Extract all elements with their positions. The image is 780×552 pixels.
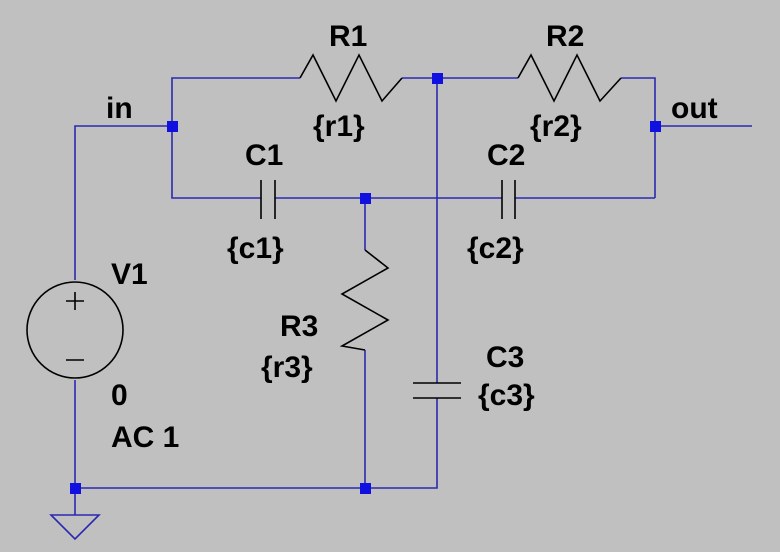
capacitor-c1[interactable] <box>260 180 276 219</box>
voltage-source-icon <box>26 281 124 379</box>
r1-name: R1 <box>329 20 367 53</box>
ground-icon <box>49 514 101 541</box>
junction-dot-icon <box>360 483 371 494</box>
resistor-r3[interactable] <box>339 249 390 351</box>
capacitor-c3[interactable] <box>413 382 461 399</box>
voltage-source-v1[interactable] <box>26 281 124 379</box>
junction-dot-icon <box>167 121 178 132</box>
resistor-r2[interactable] <box>517 53 622 103</box>
junction-dot-icon <box>360 193 371 204</box>
wire-in-to-c1 <box>171 126 261 199</box>
ground-symbol[interactable] <box>49 514 101 541</box>
r2-name: R2 <box>546 20 584 53</box>
junctions <box>70 73 661 494</box>
c3-value: {c3} <box>478 379 535 412</box>
resistor-icon <box>299 53 403 103</box>
labels: in out R1 {r1} R2 {r2} C1 {c1} C2 {c2} R… <box>106 20 718 454</box>
c1-name: C1 <box>245 139 283 172</box>
v1-ac: AC 1 <box>111 421 179 454</box>
wire-in-to-r1 <box>171 77 300 126</box>
c2-value: {c2} <box>467 232 524 265</box>
junction-dot-icon <box>432 73 443 84</box>
capacitor-icon <box>413 382 461 399</box>
capacitor-c2[interactable] <box>501 180 516 219</box>
junction-dot-icon <box>650 121 661 132</box>
resistor-r1[interactable] <box>299 53 403 103</box>
c2-name: C2 <box>487 139 525 172</box>
r1-value: {r1} <box>313 110 365 143</box>
capacitor-icon <box>501 180 516 219</box>
r3-name: R3 <box>280 310 318 343</box>
r3-value: {r3} <box>261 351 313 384</box>
junction-dot-icon <box>70 483 81 494</box>
wire-source-to-in <box>74 125 172 280</box>
wire-r2-to-out <box>621 77 656 198</box>
r2-value: {r2} <box>530 110 582 143</box>
wires <box>74 77 752 515</box>
wire-c3-to-ground-rail <box>365 398 438 489</box>
c1-value: {c1} <box>227 232 284 265</box>
resistor-icon <box>517 53 622 103</box>
v1-name: V1 <box>111 258 148 291</box>
net-label-out: out <box>671 92 718 125</box>
v1-value: 0 <box>111 379 128 412</box>
capacitor-icon <box>260 180 276 219</box>
net-label-in: in <box>106 92 133 125</box>
c3-name: C3 <box>486 341 524 374</box>
resistor-icon <box>339 249 390 351</box>
